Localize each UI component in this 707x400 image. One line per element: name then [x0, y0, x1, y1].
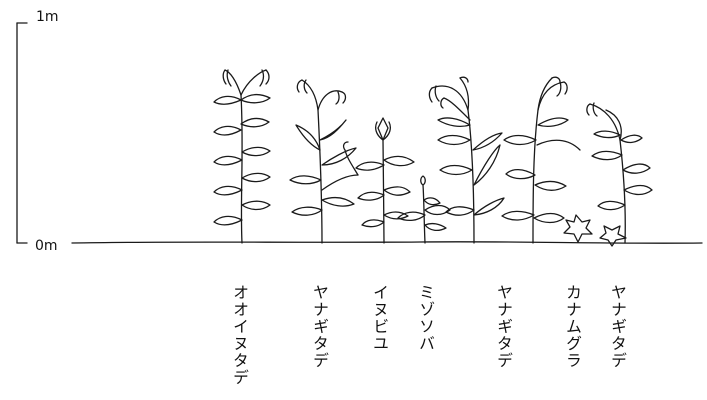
scale-top-label: 1m [36, 9, 59, 25]
plant-yanagitade-3-drawing [586, 102, 653, 244]
plant-mizosoba-drawing [397, 175, 451, 244]
plant-name-yanagitade-3: ヤナギタデ [608, 284, 627, 369]
plant-yanagitade-2-drawing [428, 76, 505, 244]
plant-name-ooinutade: オオイヌタデ [230, 284, 249, 386]
plant-kanamugura-drawing [501, 76, 627, 247]
plant-yanagitade-1-drawing [289, 79, 359, 244]
plant-name-mizosoba: ミゾソバ [416, 284, 435, 352]
plant-name-yanagitade-2: ヤナギタデ [494, 284, 513, 369]
height-scale-bar [16, 22, 28, 244]
scale-bottom-label: 0m [35, 238, 58, 254]
plant-name-inubiyu: イヌビユ [370, 284, 389, 352]
plant-name-yanagitade-1: ヤナギタデ [310, 284, 329, 369]
plant-name-kanamugura: カナムグラ [563, 284, 582, 369]
ground-line [71, 241, 703, 244]
plant-ooinutade-drawing [213, 69, 271, 244]
plant-inubiyu-drawing [355, 117, 415, 244]
